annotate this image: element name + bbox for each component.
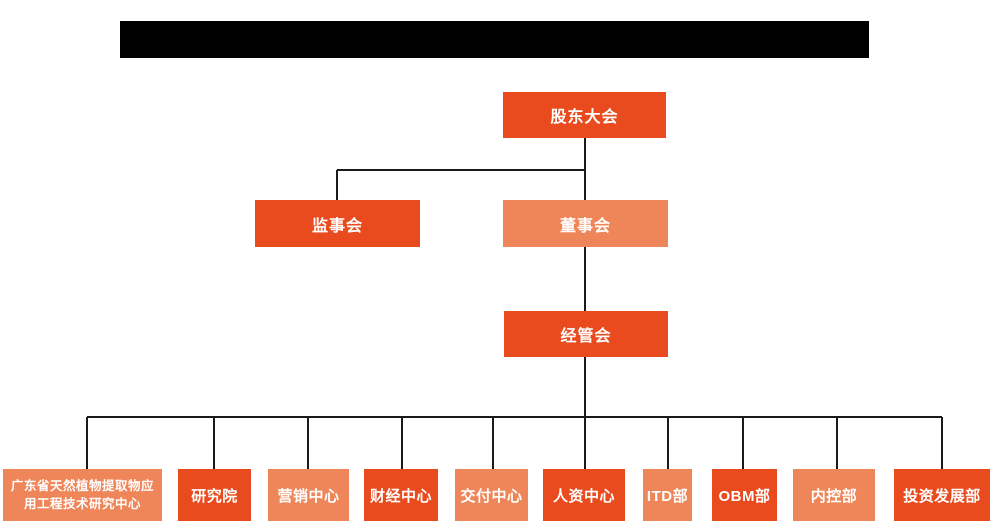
org-node-label: OBM部 [718, 487, 771, 505]
org-node-label: 监事会 [311, 217, 363, 235]
org-node-label: 广东省天然植物提取物应用工程技术研究中心 [10, 478, 154, 511]
org-node-label: 研究院 [191, 487, 238, 505]
org-node-dept-finance-center: 财经中心 [364, 469, 438, 521]
org-node-dept-obm: OBM部 [712, 469, 777, 521]
org-node-label: 内控部 [810, 487, 858, 505]
org-node-management-committee: 经管会 [504, 311, 668, 357]
org-node-label: 董事会 [559, 217, 611, 235]
org-node-dept-research-institute: 研究院 [178, 469, 251, 521]
org-node-label: 经管会 [560, 328, 612, 345]
org-node-dept-research-center: 广东省天然植物提取物应用工程技术研究中心 [3, 469, 162, 521]
org-node-dept-itd: ITD部 [643, 469, 692, 521]
org-node-label: 人资中心 [552, 487, 615, 505]
org-node-label: ITD部 [646, 487, 689, 505]
org-node-dept-internal-control: 内控部 [793, 469, 875, 521]
org-node-shareholders-meeting: 股东大会 [503, 92, 666, 138]
org-node-label: 交付中心 [460, 487, 523, 505]
org-node-dept-marketing-center: 营销中心 [268, 469, 349, 521]
org-node-dept-hr-center: 人资中心 [543, 469, 625, 521]
org-node-dept-delivery-center: 交付中心 [455, 469, 528, 521]
org-node-label: 财经中心 [369, 487, 432, 505]
org-node-label: 股东大会 [550, 109, 619, 126]
redacted-title-bar [120, 21, 869, 58]
org-node-board-of-directors: 董事会 [503, 200, 668, 247]
org-node-dept-investment-development: 投资发展部 [894, 469, 990, 521]
org-node-supervisory-board: 监事会 [255, 200, 420, 247]
org-node-label: 投资发展部 [903, 487, 981, 505]
org-node-label: 营销中心 [277, 487, 340, 505]
